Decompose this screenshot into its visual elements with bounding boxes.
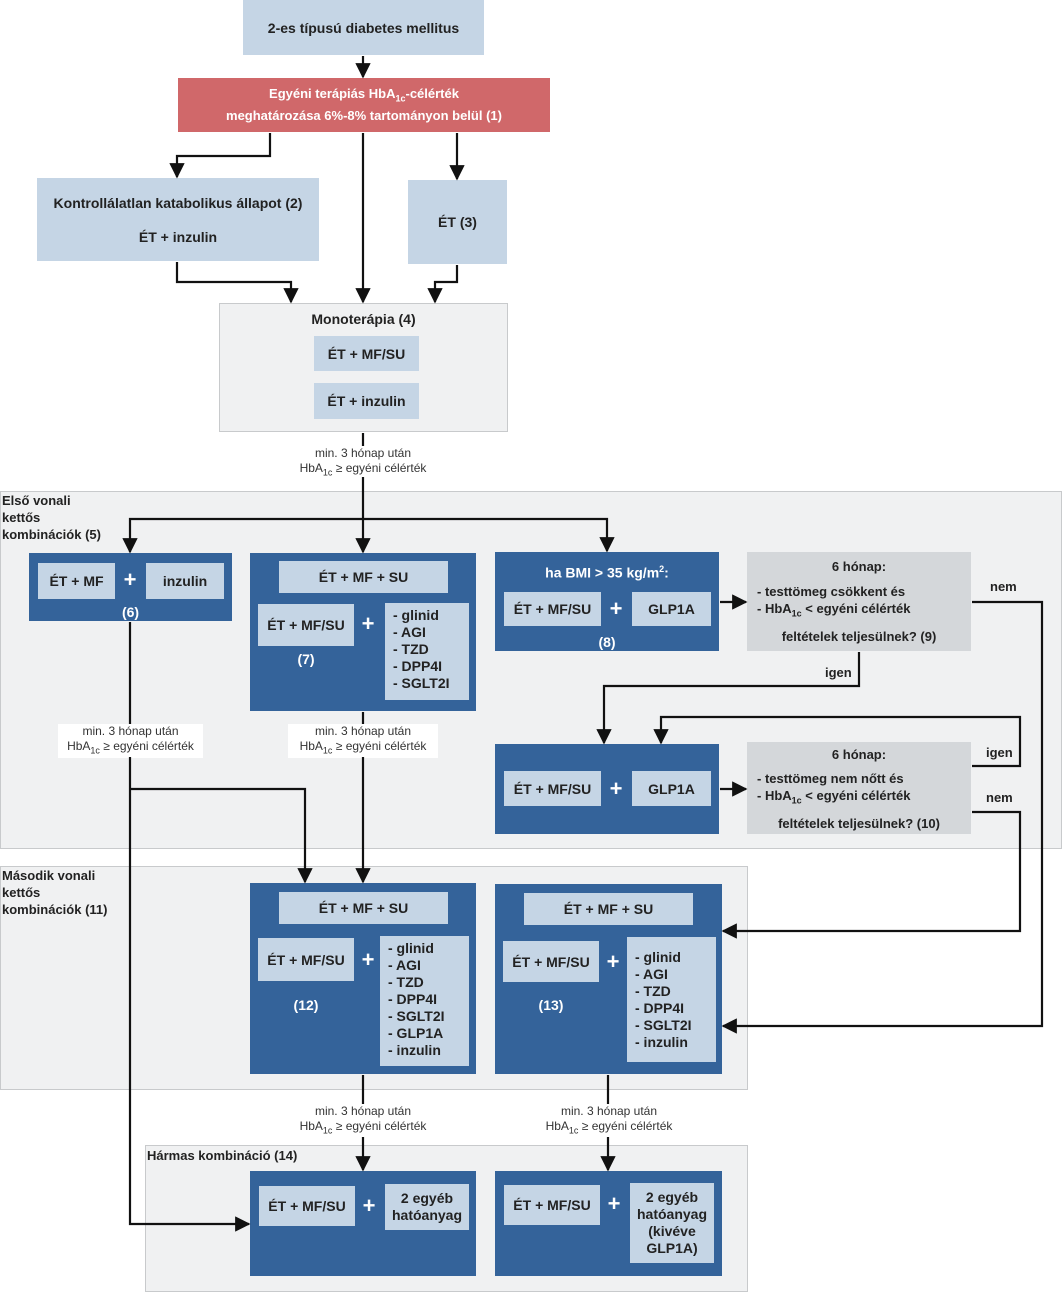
triple-combination-label: Hármas kombináció (14) [147,1148,298,1163]
box-12-drug-list: - glinid- AGI- TZD- DPP4I- SGLT2I- GLP1A… [380,936,469,1066]
box-6-plus-icon: + [123,567,137,592]
target-value-box: Egyéni terápiás HbA1c-célérték meghatáro… [178,78,550,132]
note-after-box-7: min. 3 hónap után HbA1c ≥ egyéni célérté… [288,724,438,759]
box-10-right: GLP1A [632,771,711,806]
label-nem-10: nem [986,790,1013,805]
box-8-plus-icon: + [609,596,623,621]
triple-b-left: ÉT + MF/SU [504,1185,600,1225]
note-after-monotherapy: min. 3 hónap után HbA1c ≥ egyéni célérté… [283,446,443,481]
et-box: ÉT (3) [408,180,507,264]
triple-a-plus-icon: + [362,1193,376,1218]
triple-a-left: ÉT + MF/SU [259,1186,355,1226]
combination-box-12: ÉT + MF + SU ÉT + MF/SU + (12) - glinid-… [250,883,476,1074]
arrow-target-to-catabolic [169,133,272,179]
box-10-left: ÉT + MF/SU [504,771,601,806]
box-7-number: (7) [297,651,315,667]
combination-box-6: ÉT + MF + inzulin (6) [29,553,232,621]
label-nem-9: nem [990,579,1017,594]
diabetes-box: 2-es típusú diabetes mellitus [243,0,484,55]
box-7-plus-icon: + [361,611,375,636]
label-igen-10: igen [986,745,1013,760]
box-13-number: (13) [538,997,564,1013]
box-13-plus-icon: + [606,949,620,974]
decision-box-9: 6 hónap: - testtömeg csökkent és - HbA1c… [747,552,971,651]
box-8-right: GLP1A [632,592,711,626]
box-7-left: ÉT + MF/SU [258,604,354,646]
box-8-number: (8) [598,634,616,650]
note-after-box-13: min. 3 hónap után HbA1c ≥ egyéni célérté… [534,1104,684,1139]
box-12-top: ÉT + MF + SU [279,892,448,924]
box-12-left: ÉT + MF/SU [258,938,354,981]
label-igen-9: igen [825,665,852,680]
box-6-number: (6) [121,604,140,620]
box-6-left: ÉT + MF [38,563,115,599]
combination-box-8: ha BMI > 35 kg/m2: ÉT + MF/SU + GLP1A (8… [495,552,719,651]
combination-box-13: ÉT + MF + SU ÉT + MF/SU + (13) - glinid-… [495,884,722,1074]
box-7-drug-list: - glinid- AGI- TZD- DPP4I- SGLT2I [385,603,469,700]
combination-box-10: ÉT + MF/SU + GLP1A [495,744,719,834]
box-13-left: ÉT + MF/SU [503,941,599,982]
box-13-top: ÉT + MF + SU [524,893,693,925]
box-8-title: ha BMI > 35 kg/m2: [545,564,669,581]
note-after-box-12: min. 3 hónap után HbA1c ≥ egyéni célérté… [288,1104,438,1139]
catabolic-state-box: Kontrollálatlan katabolikus állapot (2) … [37,178,319,261]
box-13-drug-list: - glinid- AGI- TZD- DPP4I- SGLT2I- inzul… [627,937,716,1062]
monotherapy-option-mf-su: ÉT + MF/SU [314,336,419,371]
monotherapy-option-insulin: ÉT + inzulin [314,383,419,419]
triple-b-plus-icon: + [607,1191,621,1216]
arrow-catabolic-to-monotherapy [175,262,299,304]
note-after-box-6: min. 3 hónap után HbA1c ≥ egyéni célérté… [58,724,203,759]
box-7-top: ÉT + MF + SU [279,561,448,593]
arrow-et-to-monotherapy [427,265,459,304]
box-10-plus-icon: + [609,776,623,801]
decision-box-10: 6 hónap: - testtömeg nem nőtt és - HbA1c… [747,742,971,834]
box-8-left: ÉT + MF/SU [504,592,601,626]
box-6-right: inzulin [146,563,224,599]
combination-box-7: ÉT + MF + SU ÉT + MF/SU + (7) - glinid- … [250,553,476,711]
monotherapy-title: Monoterápia (4) [311,311,416,327]
box-12-plus-icon: + [361,947,375,972]
box-12-number: (12) [293,997,319,1013]
